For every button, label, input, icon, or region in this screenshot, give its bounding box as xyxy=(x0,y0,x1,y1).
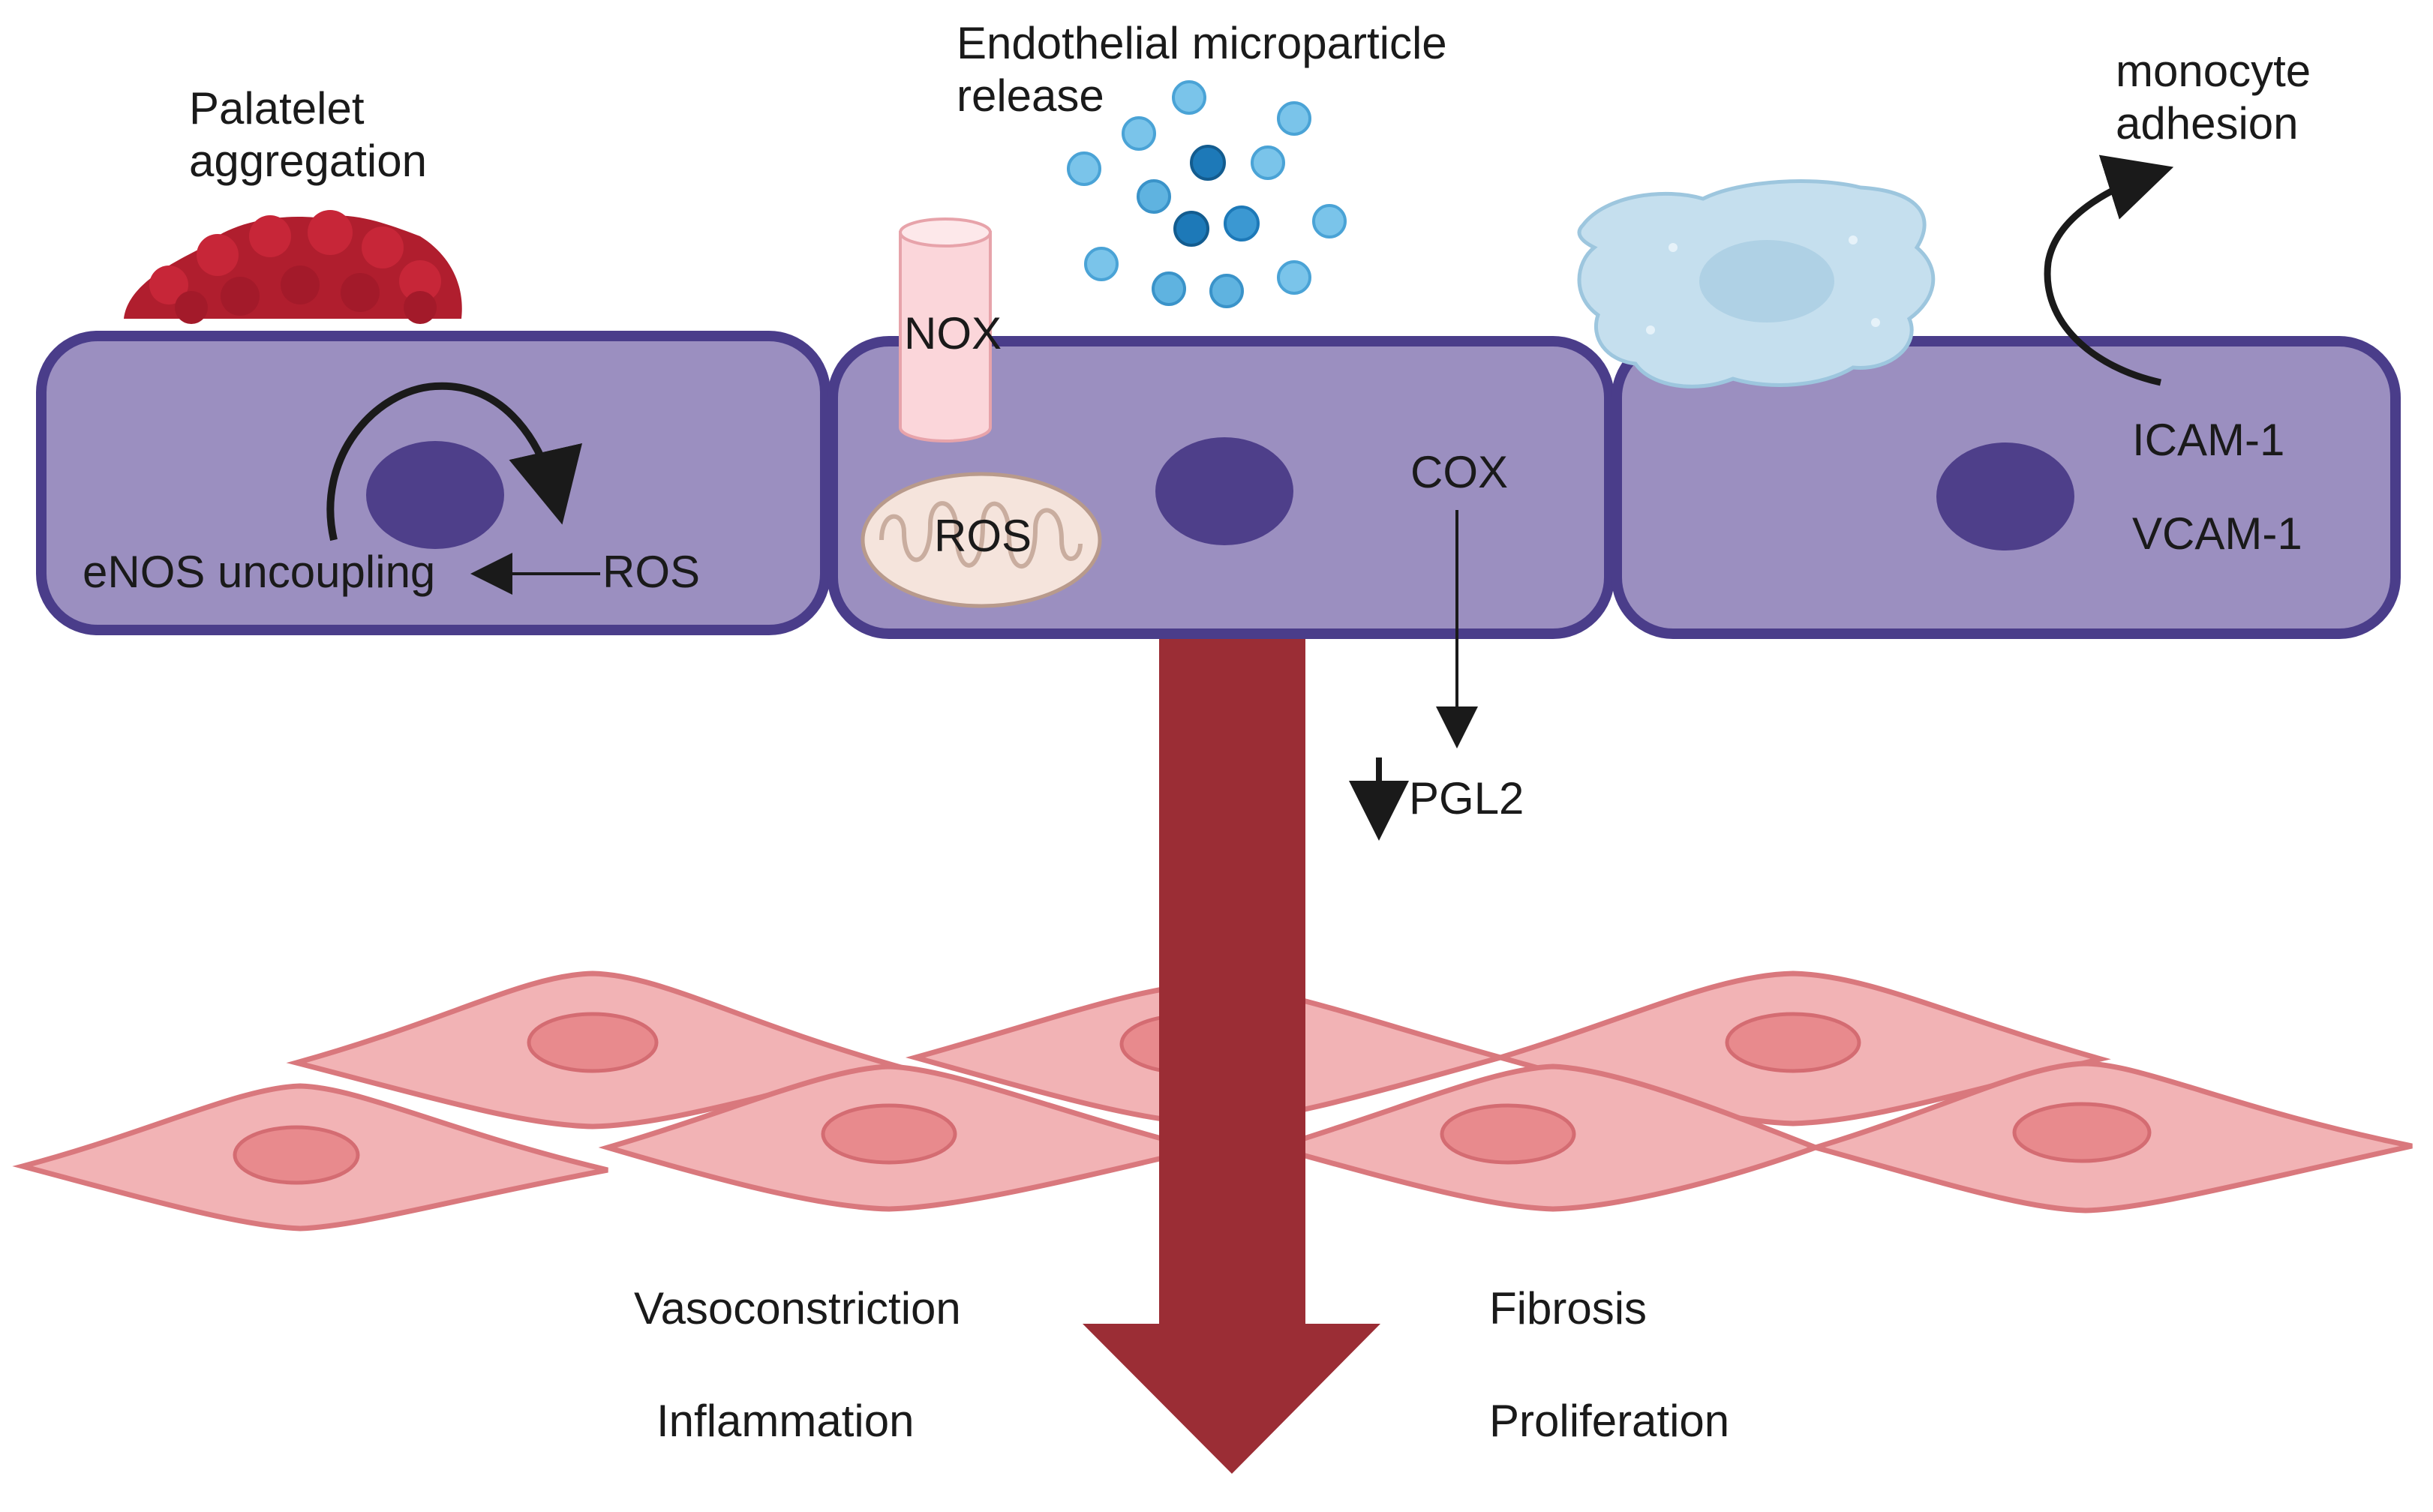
microparticle xyxy=(1122,116,1156,151)
mitochondrion-icon xyxy=(861,472,1102,608)
microparticle xyxy=(1084,247,1119,281)
platelet-aggregate-icon xyxy=(124,210,462,324)
microparticle xyxy=(1172,80,1206,115)
microparticle xyxy=(1209,274,1244,308)
emp-label-line1: Endothelial microparticle xyxy=(957,18,1447,68)
pgl2-label: PGL2 xyxy=(1409,773,1524,824)
microparticle xyxy=(1137,179,1171,214)
microparticles xyxy=(1067,80,1347,308)
enos-cycle-arrow xyxy=(326,382,582,542)
main-downward-arrow xyxy=(1083,638,1380,1474)
monocyte-label-line1: monocyte xyxy=(2116,46,2311,96)
smooth-muscle-cell xyxy=(1806,1060,2413,1214)
microparticle xyxy=(1251,146,1285,180)
cox-label: COX xyxy=(1410,447,1508,497)
nox-label: NOX xyxy=(904,308,1002,358)
nox-channel-icon xyxy=(899,218,992,442)
microparticle xyxy=(1277,101,1311,136)
nucleus xyxy=(366,441,504,549)
microparticle xyxy=(1224,206,1260,242)
smooth-muscle-cell xyxy=(12,1083,608,1232)
platelet-label-line2: aggregation xyxy=(189,136,427,186)
monocyte-adhesion-arrow xyxy=(2044,154,2174,386)
proliferation-label: Proliferation xyxy=(1489,1396,1729,1446)
vcam-label: VCAM-1 xyxy=(2132,508,2302,559)
monocyte-label-line2: adhesion xyxy=(2116,98,2299,148)
platelet-label-line1: Palatelet xyxy=(189,83,365,134)
emp-label-line2: release xyxy=(957,70,1104,121)
smooth-muscle-cell xyxy=(286,970,903,1130)
icam-label: ICAM-1 xyxy=(2132,415,2284,465)
microparticle xyxy=(1277,260,1311,295)
microparticle xyxy=(1067,152,1101,186)
microparticle xyxy=(1173,211,1209,247)
inflammation-label: Inflammation xyxy=(656,1396,914,1446)
enos-uncoupling-label: eNOS uncoupling xyxy=(83,547,435,597)
microparticle xyxy=(1190,145,1226,181)
nucleus xyxy=(1936,442,2074,550)
mitochondrial-ros-label: ROS xyxy=(934,511,1032,561)
monocyte-icon xyxy=(1577,179,1936,388)
fibrosis-label: Fibrosis xyxy=(1489,1283,1647,1334)
microparticle xyxy=(1152,272,1186,306)
vasoconstriction-label: Vasoconstriction xyxy=(634,1283,961,1334)
ros-label: ROS xyxy=(602,547,700,597)
nucleus xyxy=(1155,437,1293,545)
microparticle xyxy=(1312,204,1347,238)
endothelial-layer xyxy=(36,331,2401,639)
